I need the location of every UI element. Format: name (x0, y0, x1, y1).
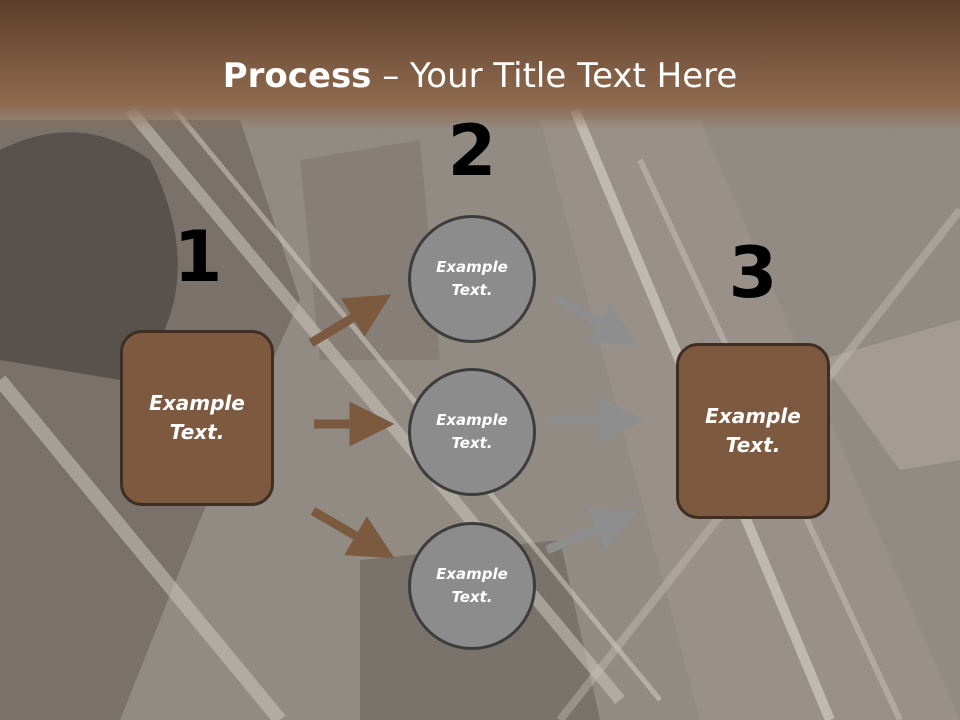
slide-title: Process – Your Title Text Here (0, 54, 960, 98)
step-number-1: 1 (173, 216, 223, 298)
step-3-label: Example Text. (705, 404, 801, 457)
step-1-box[interactable]: Example Text. (120, 330, 274, 506)
step-number-3: 3 (728, 232, 778, 314)
circle-middle-label: Example Text. (436, 411, 508, 452)
title-bold: Process (222, 56, 372, 96)
step-number-2: 2 (447, 110, 497, 192)
step-1-label: Example Text. (149, 391, 245, 444)
step-2-circle-bottom[interactable]: Example Text. (408, 522, 536, 650)
step-2-circle-middle[interactable]: Example Text. (408, 368, 536, 496)
step-3-box[interactable]: Example Text. (676, 343, 830, 519)
title-bar (0, 0, 960, 130)
title-rest: – Your Title Text Here (371, 56, 738, 96)
circle-bottom-label: Example Text. (436, 565, 508, 606)
circle-top-label: Example Text. (436, 258, 508, 299)
step-2-circle-top[interactable]: Example Text. (408, 215, 536, 343)
